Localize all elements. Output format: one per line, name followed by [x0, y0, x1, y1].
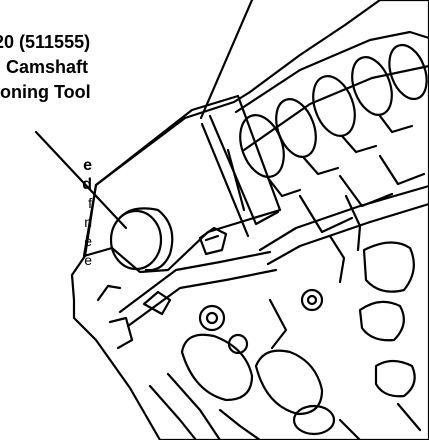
bolt-boss-3 — [300, 288, 324, 312]
head-rib-2 — [266, 202, 429, 266]
cam-lobe-1 — [239, 114, 285, 178]
positioning-tool-plate — [82, 94, 282, 274]
cam-lobe-3 — [312, 75, 356, 137]
side-note-bold-line-2: d — [82, 176, 92, 193]
leader-line-top — [199, 0, 254, 120]
cam-lobe-2 — [275, 98, 317, 158]
side-note-line-1: f — [88, 195, 92, 211]
callout-line-part-number: 20 (511555) — [0, 32, 91, 52]
tool-plate-fold — [200, 122, 250, 238]
tool-plate-inner-edge — [208, 114, 280, 226]
port-opening-2 — [254, 349, 324, 416]
tool-knob-rim — [116, 207, 174, 272]
side-note-text: e d f n e e — [0, 156, 92, 270]
port-opening-1 — [180, 333, 254, 402]
tool-knob-face — [109, 209, 163, 271]
side-note-bold-line-1: e — [83, 157, 92, 174]
side-note-line-3: e — [84, 233, 92, 249]
side-note-line-2: n — [84, 214, 92, 230]
camshaft-body — [234, 30, 429, 114]
side-note-line-4: e — [84, 252, 92, 268]
port-opening-3 — [292, 404, 336, 436]
callout-line-camshaft: Camshaft — [6, 57, 89, 77]
tool-callout-label: 20 (511555) Camshaft oning Tool — [0, 30, 91, 105]
leader-line-tool — [34, 130, 128, 230]
bolt-boss-1 — [198, 304, 226, 332]
tool-pin — [198, 226, 228, 256]
cam-lobe-4 — [351, 56, 393, 116]
callout-line-tool: oning Tool — [0, 82, 91, 102]
cam-lobe-5 — [388, 43, 428, 101]
head-rib-1 — [258, 184, 429, 252]
